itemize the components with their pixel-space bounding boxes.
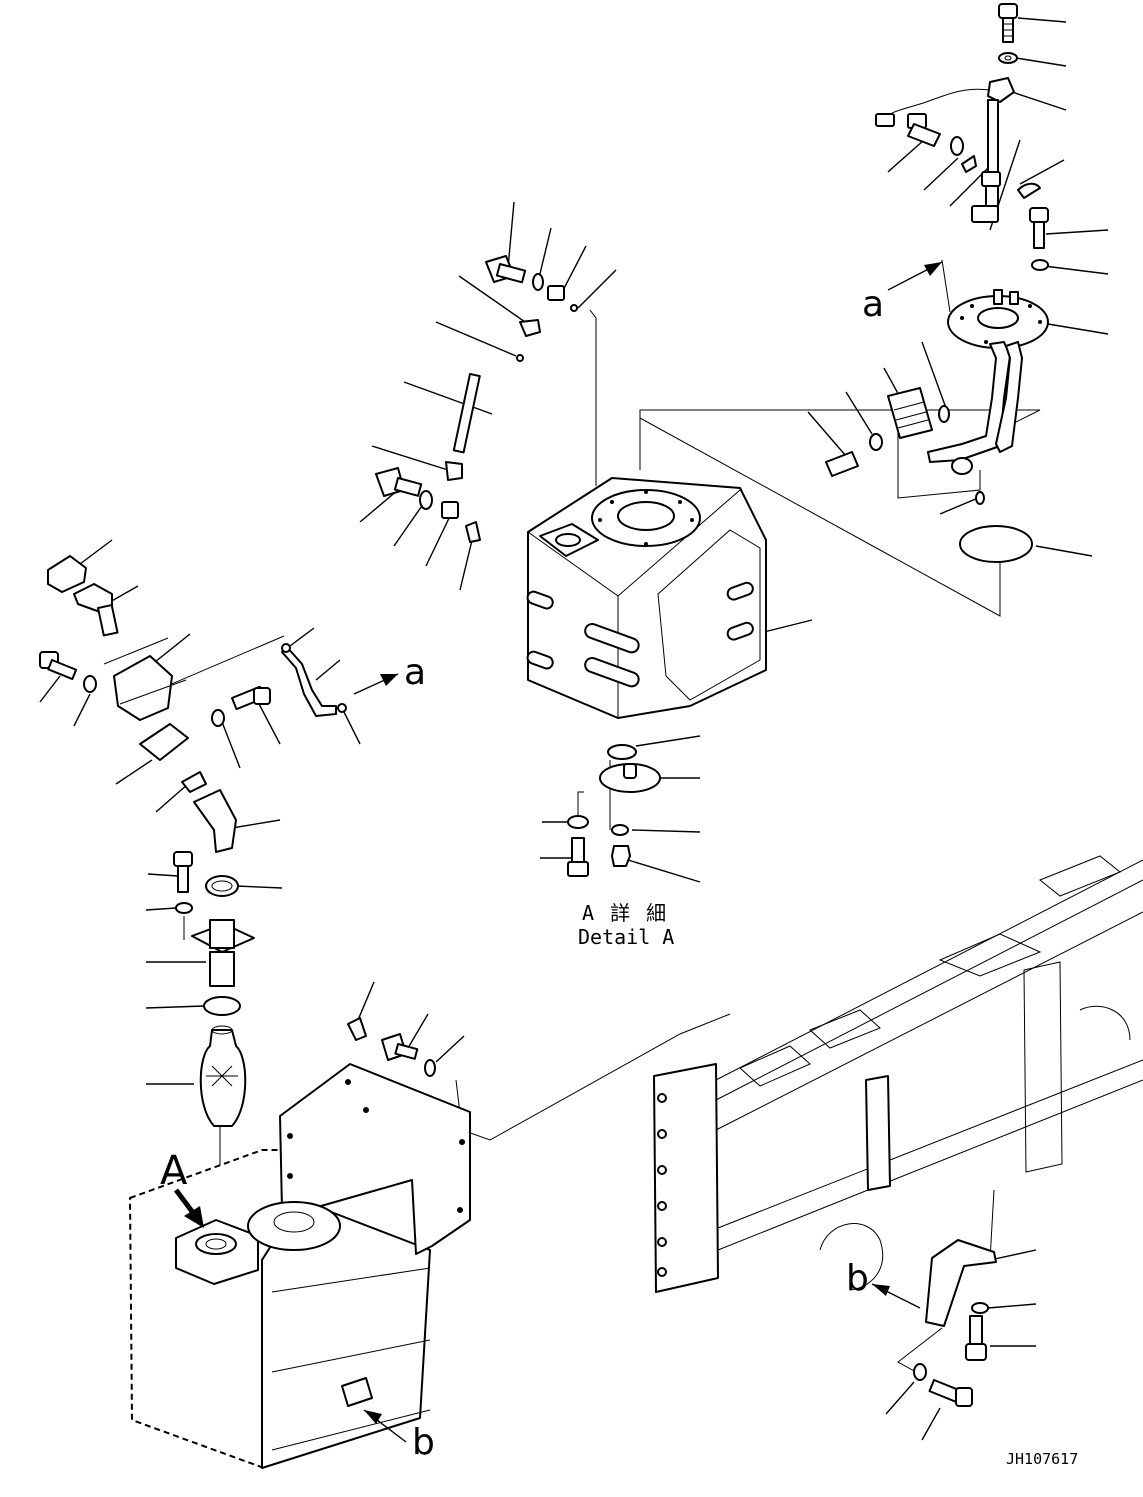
detail-a-jp-label: A 詳 細 [582, 901, 668, 925]
filler-assembly [39, 555, 399, 1127]
ref-a-top-callout: a [862, 284, 884, 325]
leader-lines [39, 17, 1109, 1441]
machine-frame [653, 855, 1143, 1407]
tank-small-parts [375, 255, 578, 543]
detail-a-en-label: Detail A [578, 925, 674, 949]
drawing-number: JH107617 [1006, 1450, 1078, 1468]
view-a-callout: A [160, 1148, 188, 1194]
tank-installed [129, 1017, 471, 1469]
fuel-tank [526, 477, 767, 719]
drain-parts [567, 744, 661, 877]
fuel-sender-assembly [825, 3, 1049, 563]
ref-a-mid-callout: a [404, 652, 426, 693]
ref-b-mid-callout: b [846, 1258, 869, 1299]
ref-b-bottom-callout: b [412, 1422, 435, 1463]
